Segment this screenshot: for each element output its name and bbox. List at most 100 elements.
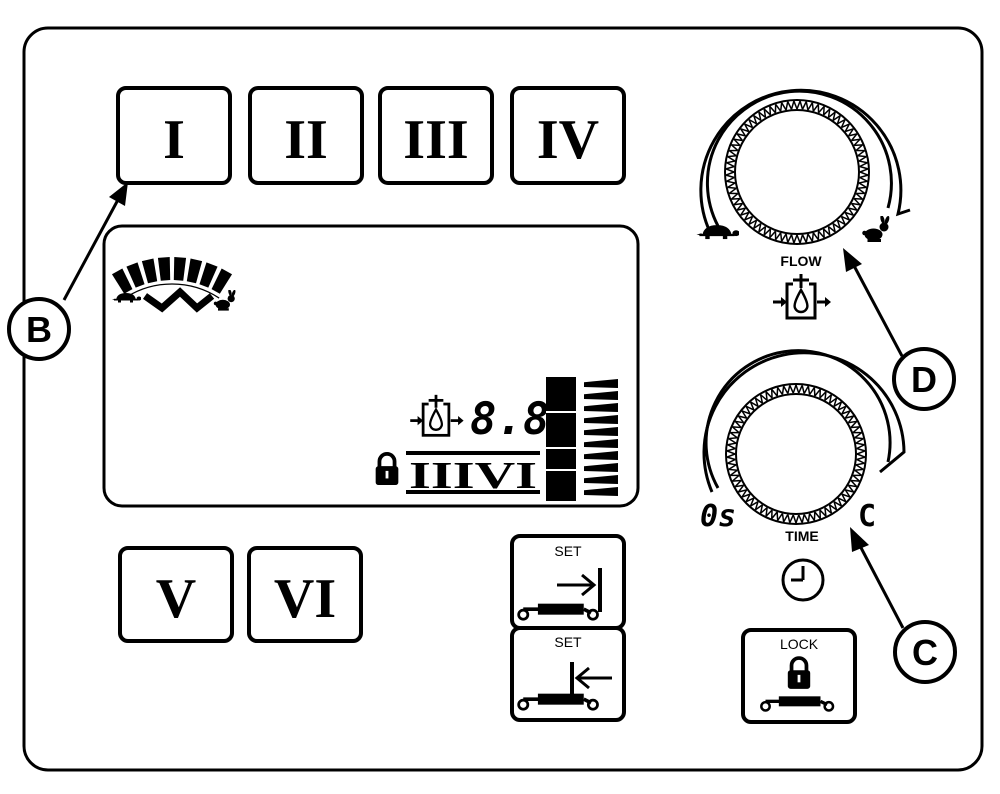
knob-tooth [749, 401, 755, 411]
knob-tooth [807, 233, 814, 242]
knob-tooth [785, 101, 789, 111]
lcd-main-bar [546, 377, 576, 501]
knob-tooth [859, 171, 869, 176]
knob-tooth [758, 225, 766, 233]
knob-tooth [857, 186, 867, 190]
knob-tooth [841, 215, 850, 221]
speed-bar-segment [126, 262, 145, 288]
knob-tooth [779, 232, 783, 242]
knob-tooth [803, 514, 809, 523]
lcd-display: 8.8 IIIVI [102, 224, 640, 508]
knob-tooth [748, 219, 757, 226]
time-dial[interactable]: 0s C TIME [700, 349, 906, 602]
knob-tooth [845, 415, 854, 419]
knob-tooth [771, 511, 778, 520]
knob-tooth [727, 458, 736, 464]
knob-tooth [833, 401, 842, 407]
knob-tooth [733, 138, 743, 142]
knob-tooth [745, 493, 751, 503]
knob-tooth [736, 203, 744, 211]
knob-tooth [753, 220, 758, 229]
knob-tooth [845, 211, 854, 216]
knob-tooth [793, 100, 798, 110]
knob-tooth [841, 405, 847, 415]
knob-tooth [748, 118, 757, 125]
callout-d-label: D [911, 359, 937, 400]
knob-tooth [780, 102, 787, 111]
knob-tooth [837, 401, 843, 411]
knob-tooth [728, 438, 737, 444]
knob-tooth [851, 202, 861, 206]
knob-tooth [854, 197, 863, 200]
lock-button-label: LOCK [780, 636, 819, 652]
knob-tooth [735, 420, 744, 424]
speed-bar [111, 257, 233, 299]
knob-tooth [852, 474, 860, 482]
callout-d: D [843, 248, 956, 411]
knob-tooth [824, 507, 832, 514]
knob-tooth [759, 394, 764, 404]
knob-tooth [738, 415, 747, 419]
set-advance-button[interactable]: SET [510, 534, 626, 630]
knob-tooth [841, 493, 851, 498]
knob-tooth [737, 415, 745, 424]
program-button-3-label: III [403, 109, 468, 171]
knob-tooth [728, 150, 737, 157]
program-button-1[interactable]: I [116, 86, 232, 185]
knob-tooth [859, 174, 869, 179]
knob-tooth [727, 186, 737, 190]
knob-tooth [841, 123, 850, 129]
knob-tooth [796, 234, 801, 244]
knob-tooth [850, 420, 858, 429]
knob-tooth [847, 128, 854, 137]
knob-tooth [789, 514, 794, 524]
knob-tooth [738, 489, 747, 493]
flow-dial[interactable]: FLOW [696, 88, 911, 320]
knob-tooth [729, 469, 738, 476]
level-bar-segment [584, 415, 618, 424]
level-bar-segment [584, 463, 618, 472]
knob-tooth [833, 397, 838, 407]
knob-tooth [733, 202, 743, 206]
knob-tooth [736, 133, 744, 141]
knob-tooth [760, 507, 768, 514]
set-retract-button[interactable]: SET [510, 626, 626, 722]
knob-tooth [798, 384, 803, 394]
knob-tooth [781, 385, 785, 395]
knob-tooth [819, 509, 827, 517]
knob-tooth [856, 453, 866, 458]
knob-tooth [833, 501, 838, 511]
level-bar-segment [584, 451, 618, 460]
knob-tooth [808, 513, 815, 521]
program-button-2[interactable]: II [248, 86, 364, 185]
knob-tooth [814, 511, 821, 520]
knob-tooth [847, 415, 855, 424]
callout-b-label: B [26, 309, 52, 350]
time-max-label: C [858, 499, 876, 534]
knob-tooth [822, 229, 825, 238]
knob-tooth [848, 133, 858, 137]
knob-tooth [837, 118, 846, 125]
knob-tooth [811, 102, 815, 112]
program-button-3[interactable]: III [378, 86, 494, 185]
knob-tooth [763, 226, 767, 236]
knob-tooth [832, 223, 836, 233]
knob-tooth [732, 479, 742, 482]
knob-tooth [844, 410, 851, 419]
program-button-4[interactable]: IV [510, 86, 626, 185]
lock-button[interactable]: LOCK [741, 628, 857, 724]
program-button-6[interactable]: VI [247, 546, 363, 643]
knob-tooth [760, 394, 768, 401]
knob-tooth [741, 493, 751, 498]
knob-tooth [805, 101, 809, 111]
knob-tooth [763, 108, 771, 116]
speed-bar-segment [173, 257, 187, 281]
knob-tooth [854, 432, 863, 439]
knob-tooth [763, 228, 771, 236]
speed-bar-segment [199, 262, 218, 288]
level-bar-segment [584, 439, 618, 448]
knob-tooth [803, 385, 809, 394]
program-button-5[interactable]: V [118, 546, 234, 643]
knob-tooth [758, 111, 762, 121]
